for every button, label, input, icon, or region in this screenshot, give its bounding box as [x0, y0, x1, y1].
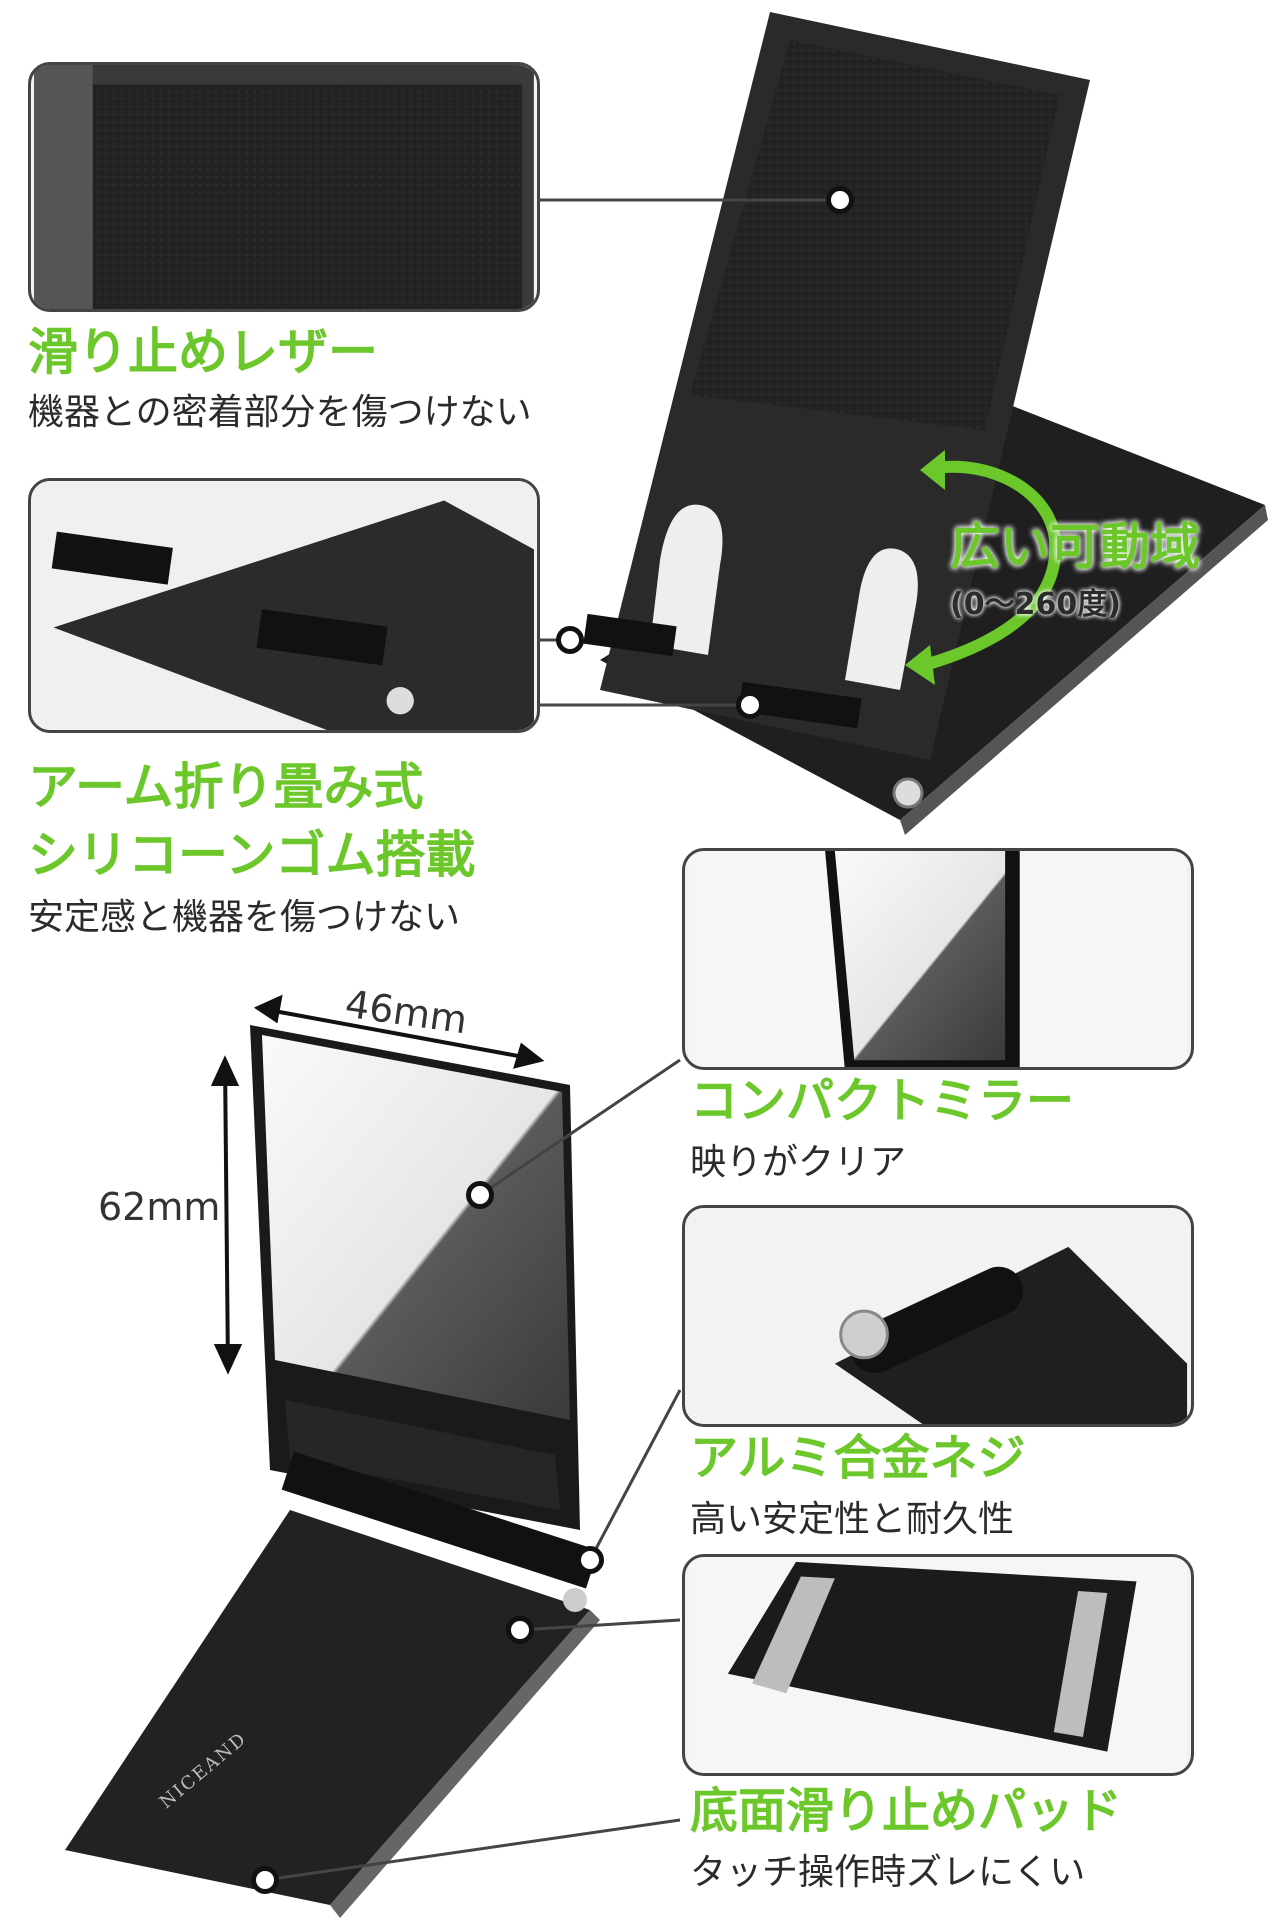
mirror-closeup-image	[688, 851, 1188, 1067]
feature-desc-pad: タッチ操作時ズレにくい	[690, 1852, 1086, 1893]
height-dimension-label: 62mm	[98, 1185, 221, 1229]
feature-desc-range: (0〜260度)	[950, 587, 1121, 622]
screw-detail-panel	[682, 1205, 1194, 1427]
marker-dot	[736, 691, 764, 719]
marker-dot	[466, 1181, 494, 1209]
feature-title-arm-line2: シリコーンゴム搭載	[28, 826, 476, 884]
dimension-lines	[210, 994, 545, 1375]
feature-title-leather: 滑り止めレザー	[28, 323, 378, 381]
pad-closeup-image	[688, 1557, 1188, 1773]
feature-title-pad: 底面滑り止めパッド	[690, 1783, 1123, 1839]
pad-detail-panel	[682, 1554, 1194, 1776]
feature-title-screw: アルミ合金ネジ	[690, 1430, 1026, 1486]
feature-desc-screw: 高い安定性と耐久性	[690, 1499, 1015, 1540]
leather-detail-panel	[28, 62, 540, 312]
lower-stand	[65, 1025, 600, 1918]
screw-closeup-image	[688, 1208, 1188, 1424]
feature-desc-leather: 機器との密着部分を傷つけない	[28, 392, 532, 433]
feature-title-mirror: コンパクトミラー	[690, 1073, 1075, 1129]
marker-dot	[506, 1616, 534, 1644]
feature-title-arm-line1: アーム折り畳み式	[28, 758, 424, 816]
mirror-detail-panel	[682, 848, 1194, 1070]
leather-closeup-image	[34, 65, 534, 309]
feature-desc-mirror: 映りがクリア	[690, 1142, 907, 1183]
rotation-arrow	[905, 450, 1062, 685]
connector-lines	[264, 198, 840, 1882]
marker-dot	[576, 1546, 604, 1574]
arm-detail-panel	[28, 478, 540, 733]
feature-desc-arm: 安定感と機器を傷つけない	[28, 897, 461, 938]
marker-dot	[826, 186, 854, 214]
marker-dot	[251, 1866, 279, 1894]
marker-dot	[556, 626, 584, 654]
upper-stand	[583, 12, 1268, 835]
arm-closeup-image	[34, 481, 534, 730]
feature-title-range: 広い可動域	[950, 518, 1200, 576]
